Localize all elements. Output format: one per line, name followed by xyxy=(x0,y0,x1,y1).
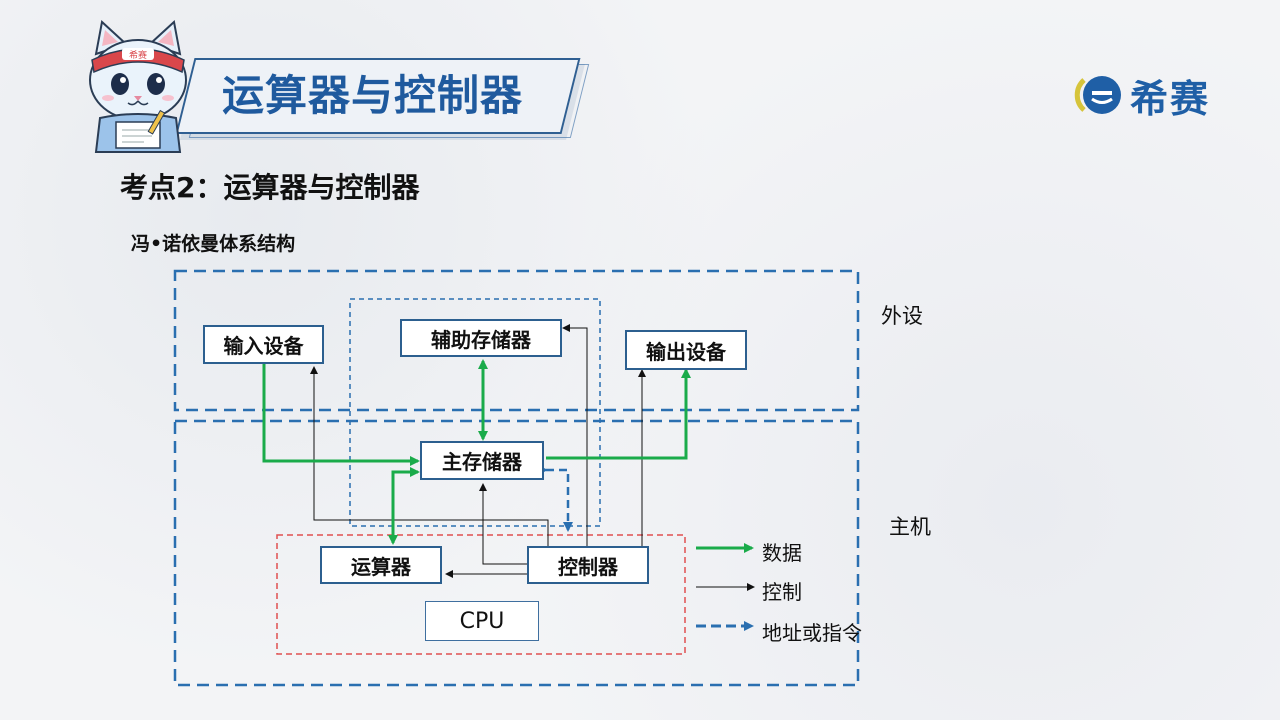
controller-box: 控制器 xyxy=(527,546,649,584)
control-line-input xyxy=(310,366,549,548)
legend-address-label: 地址或指令 xyxy=(762,621,862,645)
control-line-aux xyxy=(562,324,588,548)
banner-title: 运算器与控制器 xyxy=(222,71,524,120)
cpu-box: CPU xyxy=(425,601,539,641)
data-line-input xyxy=(262,363,420,466)
xisai-logo-icon xyxy=(1074,76,1121,114)
legend-control-label: 控制 xyxy=(762,580,802,604)
headband-text: 希赛 xyxy=(129,49,147,61)
cpu-region xyxy=(276,534,686,655)
logo-text: 希赛 xyxy=(1130,76,1211,121)
output-device-box: 输出设备 xyxy=(625,330,747,370)
cat-mascot-icon: 希赛 xyxy=(89,20,187,153)
storage-region xyxy=(349,298,601,527)
legend-data-label: 数据 xyxy=(762,541,802,565)
peripheral-region xyxy=(173,269,860,412)
main-memory-box: 主存储器 xyxy=(420,441,544,480)
aux-storage-box: 辅助存储器 xyxy=(400,319,562,357)
address-line xyxy=(538,465,573,532)
page-heading: 考点2：运算器与控制器 xyxy=(120,171,420,204)
data-line-output xyxy=(546,368,691,460)
xisai-logo: 希赛 xyxy=(1072,70,1211,121)
host-label: 主机 xyxy=(889,515,931,539)
alu-box: 运算器 xyxy=(320,546,442,584)
diagram-subtitle: 冯•诺依曼体系结构 xyxy=(131,233,296,255)
control-line-memory xyxy=(479,483,527,565)
data-line-alu xyxy=(388,467,420,545)
input-device-box: 输入设备 xyxy=(203,325,324,364)
peripheral-label: 外设 xyxy=(881,304,923,328)
